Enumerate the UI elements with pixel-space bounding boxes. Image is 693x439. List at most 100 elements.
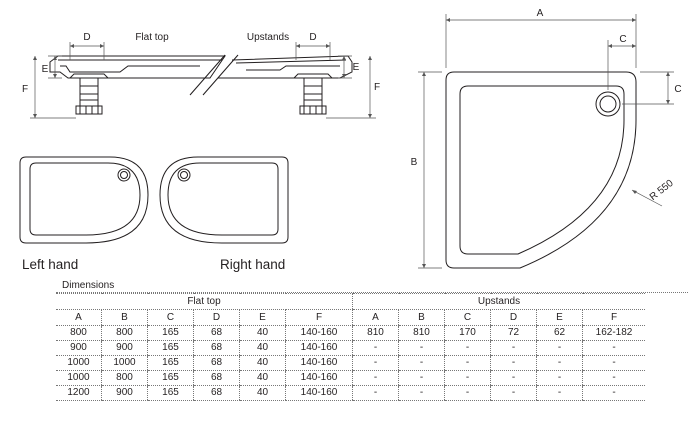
dim-d-left: D — [83, 32, 90, 43]
table-row: 1200 900 165 68 40 140-160 - - - - - - — [56, 385, 645, 401]
table-cell: - — [352, 385, 399, 401]
table-cell: 68 — [193, 340, 240, 356]
table-cell: 1000 — [56, 370, 102, 386]
dim-a: A — [537, 8, 544, 19]
table-cell: 1000 — [101, 355, 148, 371]
table-cell: - — [398, 355, 445, 371]
dim-f-left: F — [22, 84, 28, 95]
group-upstands: Upstands — [352, 293, 645, 310]
col-header: B — [398, 309, 445, 326]
table-title-rule — [56, 292, 688, 293]
table-cell: 40 — [239, 325, 286, 341]
table-cell: - — [444, 340, 491, 356]
table-cell: - — [444, 370, 491, 386]
table-cell: 68 — [193, 370, 240, 386]
table-cell: - — [490, 385, 537, 401]
table-cell: 1200 — [56, 385, 102, 401]
col-header: B — [101, 309, 148, 326]
table-cell: 900 — [56, 340, 102, 356]
table-cell: - — [352, 340, 399, 356]
label-flat-top: Flat top — [135, 32, 169, 43]
table-cell: - — [490, 340, 537, 356]
table-cell: 162-182 — [582, 325, 645, 341]
col-header: D — [193, 309, 240, 326]
col-header: C — [147, 309, 194, 326]
col-header: C — [444, 309, 491, 326]
table-cell: 810 — [398, 325, 445, 341]
col-header: F — [582, 309, 645, 326]
table-cell: - — [582, 370, 645, 386]
table-cell: 40 — [239, 370, 286, 386]
table-cell: 40 — [239, 340, 286, 356]
table-cell: - — [536, 355, 583, 371]
col-header: A — [352, 309, 399, 326]
plan-view-diagram: A C C B R 550 — [411, 8, 682, 269]
col-header: D — [490, 309, 537, 326]
table-cell: 170 — [444, 325, 491, 341]
table-cell: - — [536, 340, 583, 356]
table-row: 800 800 165 68 40 140-160 810 810 170 72… — [56, 325, 645, 341]
table-cell: - — [536, 370, 583, 386]
table-cell: 810 — [352, 325, 399, 341]
table-cell: - — [582, 385, 645, 401]
table-cell: 800 — [101, 325, 148, 341]
table-cell: - — [352, 355, 399, 371]
right-hand-label: Right hand — [220, 257, 285, 272]
table-cell: 140-160 — [285, 355, 353, 371]
table-cell: - — [582, 355, 645, 371]
table-cell: - — [444, 385, 491, 401]
dim-b: B — [411, 157, 418, 168]
table-cell: - — [398, 370, 445, 386]
table-cell: 140-160 — [285, 325, 353, 341]
table-cell: 140-160 — [285, 385, 353, 401]
table-cell: - — [490, 370, 537, 386]
table-cell: 800 — [56, 325, 102, 341]
col-header: A — [56, 309, 102, 326]
table-cell: 140-160 — [285, 340, 353, 356]
table-cell: 900 — [101, 385, 148, 401]
table-cell: - — [490, 355, 537, 371]
label-upstands: Upstands — [247, 32, 289, 43]
table-cell: 72 — [490, 325, 537, 341]
table-cell: 68 — [193, 325, 240, 341]
table-title: Dimensions — [62, 280, 115, 291]
table-cell: 1000 — [56, 355, 102, 371]
dim-e-left: E — [42, 64, 49, 75]
table-cell: 165 — [147, 325, 194, 341]
table-row: 1000 1000 165 68 40 140-160 - - - - - - — [56, 355, 645, 371]
table-cell: 62 — [536, 325, 583, 341]
dim-e-right: E — [353, 62, 360, 73]
dim-c-top: C — [619, 34, 626, 45]
col-header: F — [285, 309, 353, 326]
table-group-row: Flat top Upstands — [56, 293, 645, 310]
table-cell: 165 — [147, 355, 194, 371]
table-cell: - — [398, 385, 445, 401]
table-cell: - — [536, 385, 583, 401]
left-hand-label: Left hand — [22, 257, 78, 272]
table-cell: - — [398, 340, 445, 356]
table-row: 1000 800 165 68 40 140-160 - - - - - - — [56, 370, 645, 386]
dim-f-right: F — [374, 82, 380, 93]
col-header: E — [536, 309, 583, 326]
table-cell: 40 — [239, 355, 286, 371]
table-cell: 165 — [147, 340, 194, 356]
table-cell: 800 — [101, 370, 148, 386]
table-cell: 900 — [101, 340, 148, 356]
table-cell: - — [444, 355, 491, 371]
table-cell: 68 — [193, 385, 240, 401]
table-cell: 165 — [147, 370, 194, 386]
side-elevation-diagram: Flat top Upstands D D E F E F — [22, 32, 380, 119]
table-cell: 140-160 — [285, 370, 353, 386]
hand-views-diagram: Left hand Right hand — [19, 156, 289, 272]
table-cell: 68 — [193, 355, 240, 371]
radius-label: R 550 — [648, 178, 676, 203]
dim-c-right: C — [674, 84, 681, 95]
dim-d-right: D — [309, 32, 316, 43]
table-cell: 165 — [147, 385, 194, 401]
group-flat-top: Flat top — [56, 293, 353, 310]
table-row: 900 900 165 68 40 140-160 - - - - - - — [56, 340, 645, 356]
table-cell: 40 — [239, 385, 286, 401]
col-header: E — [239, 309, 286, 326]
table-header-row: A B C D E F A B C D E F — [56, 309, 645, 326]
table-cell: - — [582, 340, 645, 356]
